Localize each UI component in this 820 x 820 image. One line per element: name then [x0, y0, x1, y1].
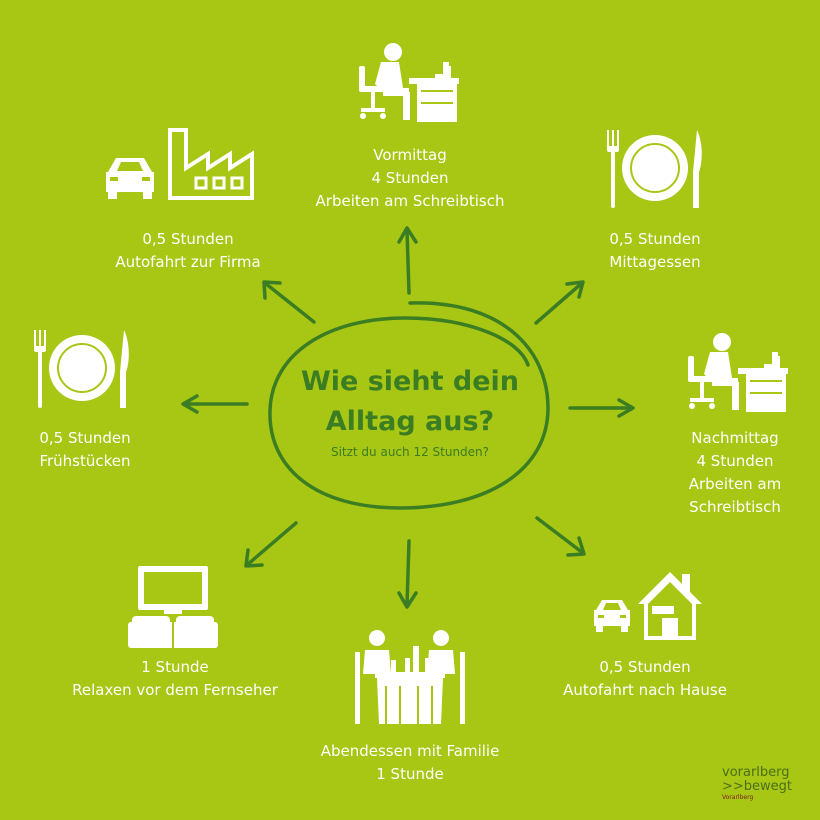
arrow-up [397, 226, 418, 295]
arrow-right [568, 398, 635, 418]
arrow-down-right [535, 516, 586, 557]
plate-cutlery-icon [34, 330, 129, 408]
title-line-2: Alltag aus? [325, 406, 495, 437]
label-autofahrt-hause: 0,5 Stunden Autofahrt nach Hause [563, 658, 727, 699]
arrow-down [397, 539, 418, 609]
arrow-up-left [262, 280, 316, 324]
subtitle: Sitzt du auch 12 Stunden? [330, 445, 490, 459]
label-vormittag: Vormittag 4 Stunden Arbeiten am Schreibt… [315, 146, 505, 210]
car-factory-icon [106, 128, 254, 200]
tv-couch-icon [128, 566, 218, 648]
vorarlberg-bewegt-logo: vorarlberg >>bewegt Vorarlberg [722, 765, 793, 802]
plate-cutlery-icon [607, 130, 702, 208]
label-nachmittag: Nachmittag 4 Stunden Arbeiten am Schreib… [688, 429, 782, 516]
family-dinner-icon [355, 630, 465, 724]
title-line-1: Wie sieht dein [300, 366, 520, 397]
label-abendessen: Abendessen mit Familie 1 Stunde [320, 742, 500, 783]
label-mittagessen: 0,5 Stunden Mittagessen [609, 230, 701, 271]
label-autofahrt-firma: 0,5 Stunden Autofahrt zur Firma [115, 230, 261, 271]
label-fruehstuecken: 0,5 Stunden Frühstücken [39, 429, 131, 470]
arrow-down-left [244, 521, 298, 568]
desk-worker-icon [688, 333, 788, 412]
car-house-icon [594, 572, 702, 640]
label-relaxen: 1 Stunde Relaxen vor dem Fernseher [72, 658, 278, 699]
center-ring [268, 301, 550, 510]
center-title: Wie sieht dein Alltag aus? Sitzt du auch… [270, 362, 550, 460]
desk-worker-icon [359, 43, 459, 122]
arrow-left [181, 394, 249, 414]
arrow-up-right [534, 280, 585, 325]
